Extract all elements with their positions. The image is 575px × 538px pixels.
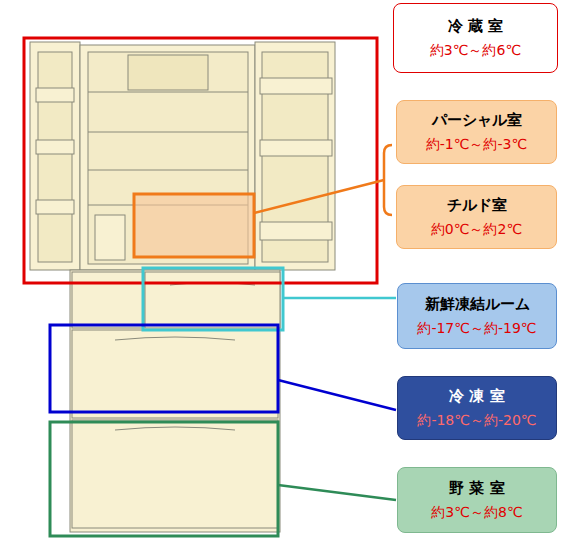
temperature-range: 約0℃～約2℃: [431, 220, 522, 238]
room-name: チルド室: [447, 196, 507, 216]
room-callout: パーシャル室約-1℃～約-3℃: [396, 100, 557, 164]
room-name: 新鮮凍結ルーム: [425, 295, 530, 315]
room-callout: 冷 蔵 室約3℃～約6℃: [393, 3, 558, 73]
room-name: パーシャル室: [432, 111, 522, 131]
temperature-range: 約3℃～約8℃: [431, 503, 522, 521]
temperature-range: 約-1℃～約-3℃: [426, 135, 527, 153]
temperature-range: 約-18℃～約-20℃: [417, 411, 536, 429]
temperature-range: 約3℃～約6℃: [430, 41, 521, 59]
room-name: 冷 凍 室: [449, 387, 504, 407]
room-callout: 野 菜 室約3℃～約8℃: [397, 467, 557, 533]
temperature-range: 約-17℃～約-19℃: [417, 319, 536, 337]
room-callout: チルド室約0℃～約2℃: [396, 185, 557, 249]
room-name: 冷 蔵 室: [448, 17, 503, 37]
room-callout: 冷 凍 室約-18℃～約-20℃: [397, 376, 557, 440]
room-callout: 新鮮凍結ルーム約-17℃～約-19℃: [397, 283, 557, 349]
room-name: 野 菜 室: [449, 479, 504, 499]
